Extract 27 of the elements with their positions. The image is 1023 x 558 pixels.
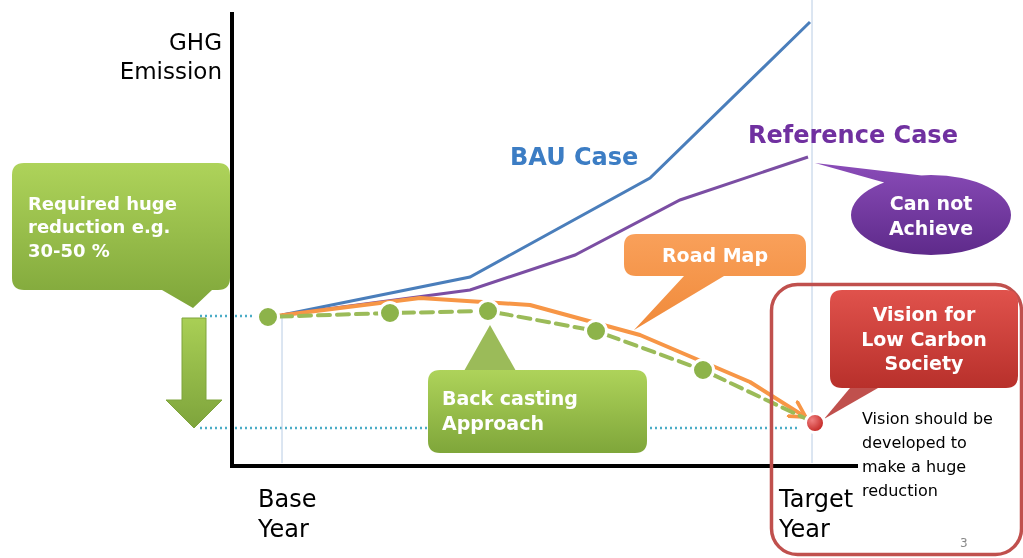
series-label: BAU Case <box>510 142 640 172</box>
note-text: Vision should be developed to make a huge reduction <box>862 408 994 502</box>
milestone-dot <box>584 319 608 343</box>
callout-text: Back casting Approach <box>442 386 579 436</box>
dashed-line <box>497 311 587 331</box>
callout-box <box>12 163 232 309</box>
callout-box <box>830 290 1018 388</box>
callout-text: Required huge reduction e.g. 30-50 % <box>28 191 178 263</box>
start-dot <box>256 305 280 329</box>
series-label: Reference Case <box>748 120 959 150</box>
callout-text: Vision for Low Carbon Society <box>860 301 988 377</box>
axis-label: Base Year <box>258 484 318 544</box>
milestone-dot <box>476 299 500 323</box>
axis-title: GHG Emission <box>118 28 222 86</box>
callout-text: Can not Achieve <box>887 191 975 241</box>
page-number: 3 <box>960 536 969 551</box>
milestone-dot <box>378 301 402 325</box>
callout-text: Road Map <box>660 242 770 268</box>
callout-box <box>428 370 647 453</box>
dashed-line <box>605 333 694 368</box>
dashed-line <box>711 373 808 421</box>
callout-box <box>624 234 808 332</box>
milestone-dot <box>691 358 715 382</box>
dashed-line <box>278 311 380 319</box>
target-dot <box>804 412 826 434</box>
axis-label: Target Year <box>779 484 855 544</box>
frame-box <box>770 283 1023 556</box>
